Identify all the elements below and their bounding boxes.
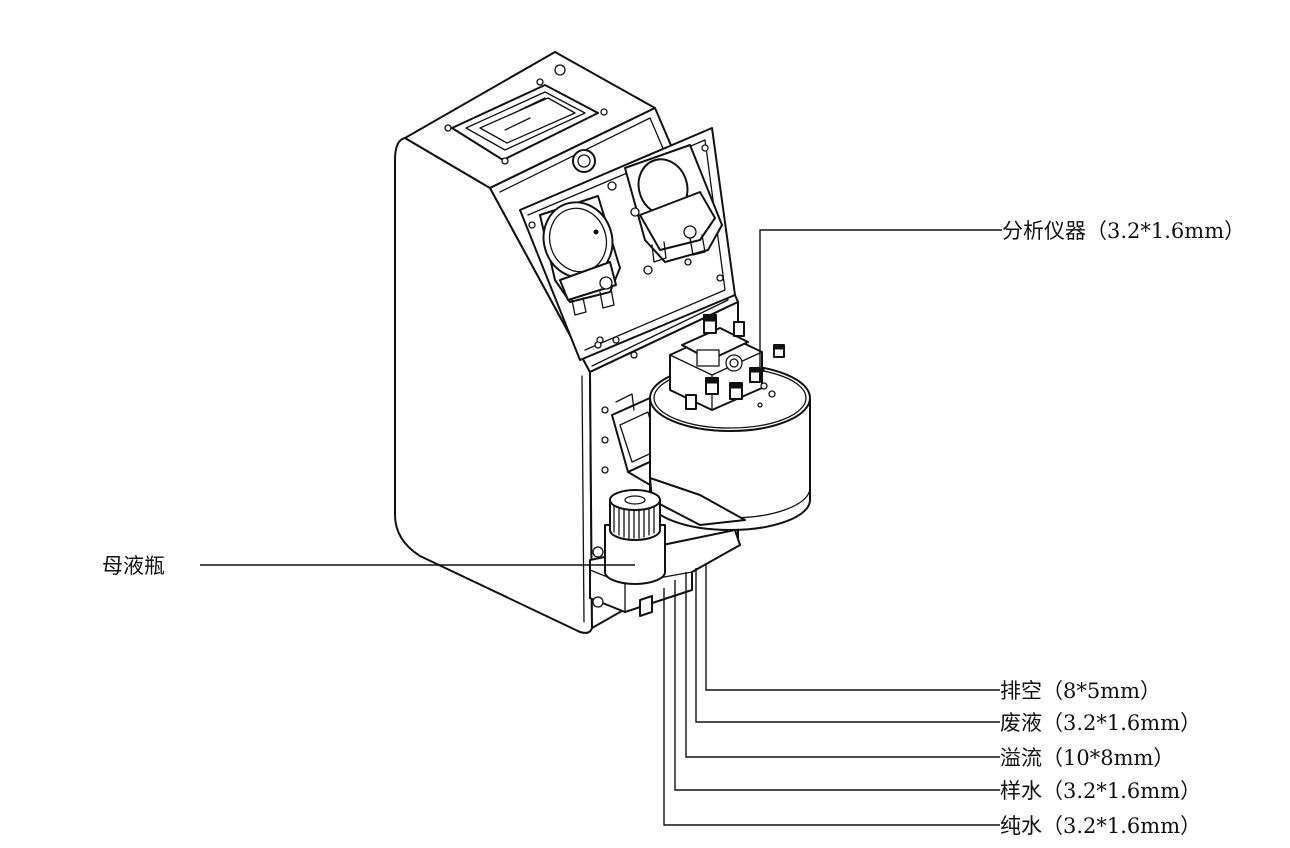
top-hole-icon	[554, 64, 566, 76]
top-display	[444, 64, 608, 165]
knob-icon	[572, 149, 596, 173]
label-overflow: 溢流（10*8mm）	[1000, 746, 1174, 770]
right-pump-icon	[607, 144, 723, 263]
label-analyzer: 分析仪器（3.2*1.6mm）	[1002, 219, 1245, 243]
leader-sample-water	[674, 580, 1000, 791]
leader-analyzer	[759, 229, 1002, 370]
leader-pure-water	[663, 588, 1000, 826]
label-drain: 排空（8*5mm）	[1000, 679, 1161, 703]
label-waste: 废液（3.2*1.6mm）	[1000, 711, 1201, 735]
label-pure-water: 纯水（3.2*1.6mm）	[1000, 814, 1201, 838]
leader-waste	[695, 568, 1000, 723]
fitting-icon	[685, 314, 785, 410]
left-pump-icon	[539, 195, 621, 316]
leader-drain	[705, 565, 1000, 691]
cabinet-side-panel	[394, 137, 593, 634]
label-sample-water: 样水（3.2*1.6mm）	[1000, 779, 1201, 803]
label-mother-bottle: 母液瓶	[102, 554, 165, 578]
mother-bottle-icon	[604, 489, 666, 585]
leader-lines	[200, 229, 1002, 826]
lower-panel-details	[594, 336, 638, 474]
leader-overflow	[685, 572, 1000, 758]
